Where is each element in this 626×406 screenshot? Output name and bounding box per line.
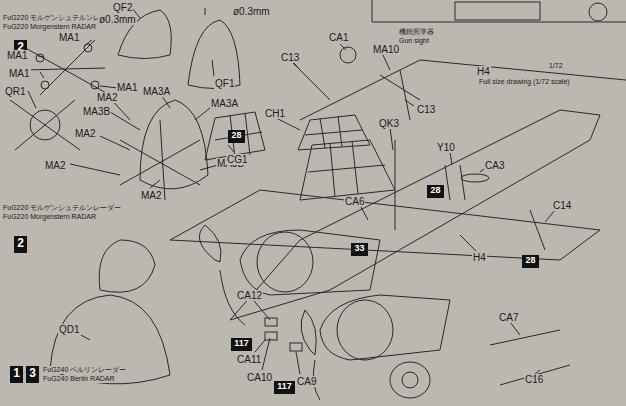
part-name: MA2: [74, 128, 97, 139]
number-text: 33: [354, 243, 364, 253]
part-name: CA10: [246, 372, 273, 383]
note-text: 1/72: [548, 62, 564, 70]
part-name: MA1: [6, 50, 29, 61]
note-text: FuG240 Berlin RADAR: [42, 375, 116, 383]
part-name: MA3A: [210, 98, 239, 109]
note-text: 機銃照準器: [398, 28, 435, 36]
part-name: C16: [524, 374, 544, 385]
callout-number: 117: [274, 381, 295, 394]
callout-number: 28: [427, 185, 444, 198]
part-name: CA7: [498, 312, 519, 323]
number-text: 1: [13, 366, 20, 380]
part-name: MA2: [140, 190, 163, 201]
number-text: 28: [430, 185, 440, 195]
part-name: QF1: [214, 78, 235, 89]
number-text: 117: [277, 381, 292, 391]
step-number: 1: [10, 366, 23, 383]
number-text: 117: [234, 338, 249, 348]
step-number: 2: [14, 236, 27, 253]
part-name: MA1: [58, 32, 81, 43]
note-text: FuG220 Morgenstern RADAR: [2, 23, 97, 31]
part-name: C13: [280, 52, 300, 63]
note-text: FuG220 Morgenstern RADAR: [2, 213, 97, 221]
part-name: QR1: [4, 86, 27, 97]
note-text: Gun sight: [398, 37, 430, 45]
part-name: C14: [552, 200, 572, 211]
callout-number: 28: [522, 255, 539, 268]
note-text: FuG220 モルゲンシュテルンレーダー: [2, 204, 122, 212]
part-name: CG1: [226, 154, 249, 165]
part-name: QK3: [378, 118, 400, 129]
part-name: ø0.3mm: [232, 6, 271, 17]
part-name: Y10: [436, 142, 456, 153]
part-name: C13: [416, 104, 436, 115]
number-text: 2: [17, 236, 24, 250]
part-name: MA1: [116, 82, 139, 93]
step-number: 3: [26, 366, 39, 383]
callout-number: 28: [228, 130, 245, 143]
part-name: CH1: [264, 108, 286, 119]
number-text: 3: [29, 366, 36, 380]
number-text: 28: [525, 255, 535, 265]
part-name: CA9: [296, 376, 317, 387]
part-name: CA6: [344, 196, 365, 207]
part-name: CA12: [236, 290, 263, 301]
part-name: CA3: [484, 160, 505, 171]
part-name: MA3A: [142, 86, 171, 97]
note-text: FuG240 ベルリンレーダー: [42, 366, 127, 374]
callout-number: 117: [231, 338, 252, 351]
part-name: ø0.3mm: [98, 14, 137, 25]
number-text: 28: [231, 130, 241, 140]
part-name: CA1: [328, 32, 349, 43]
part-name: MA2: [44, 160, 67, 171]
part-name: MA3B: [82, 106, 111, 117]
callout-number: 33: [351, 243, 368, 256]
part-name: MA2: [96, 92, 119, 103]
part-name: H4: [472, 252, 487, 263]
part-name: MA1: [8, 68, 31, 79]
part-name: QF2: [112, 2, 133, 13]
note-text: Full size drawing (1/72 scale): [478, 78, 571, 86]
part-name: CA11: [236, 354, 262, 365]
part-name: MA10: [372, 44, 400, 55]
part-name: H4: [476, 66, 491, 77]
part-name: QD1: [58, 324, 81, 335]
